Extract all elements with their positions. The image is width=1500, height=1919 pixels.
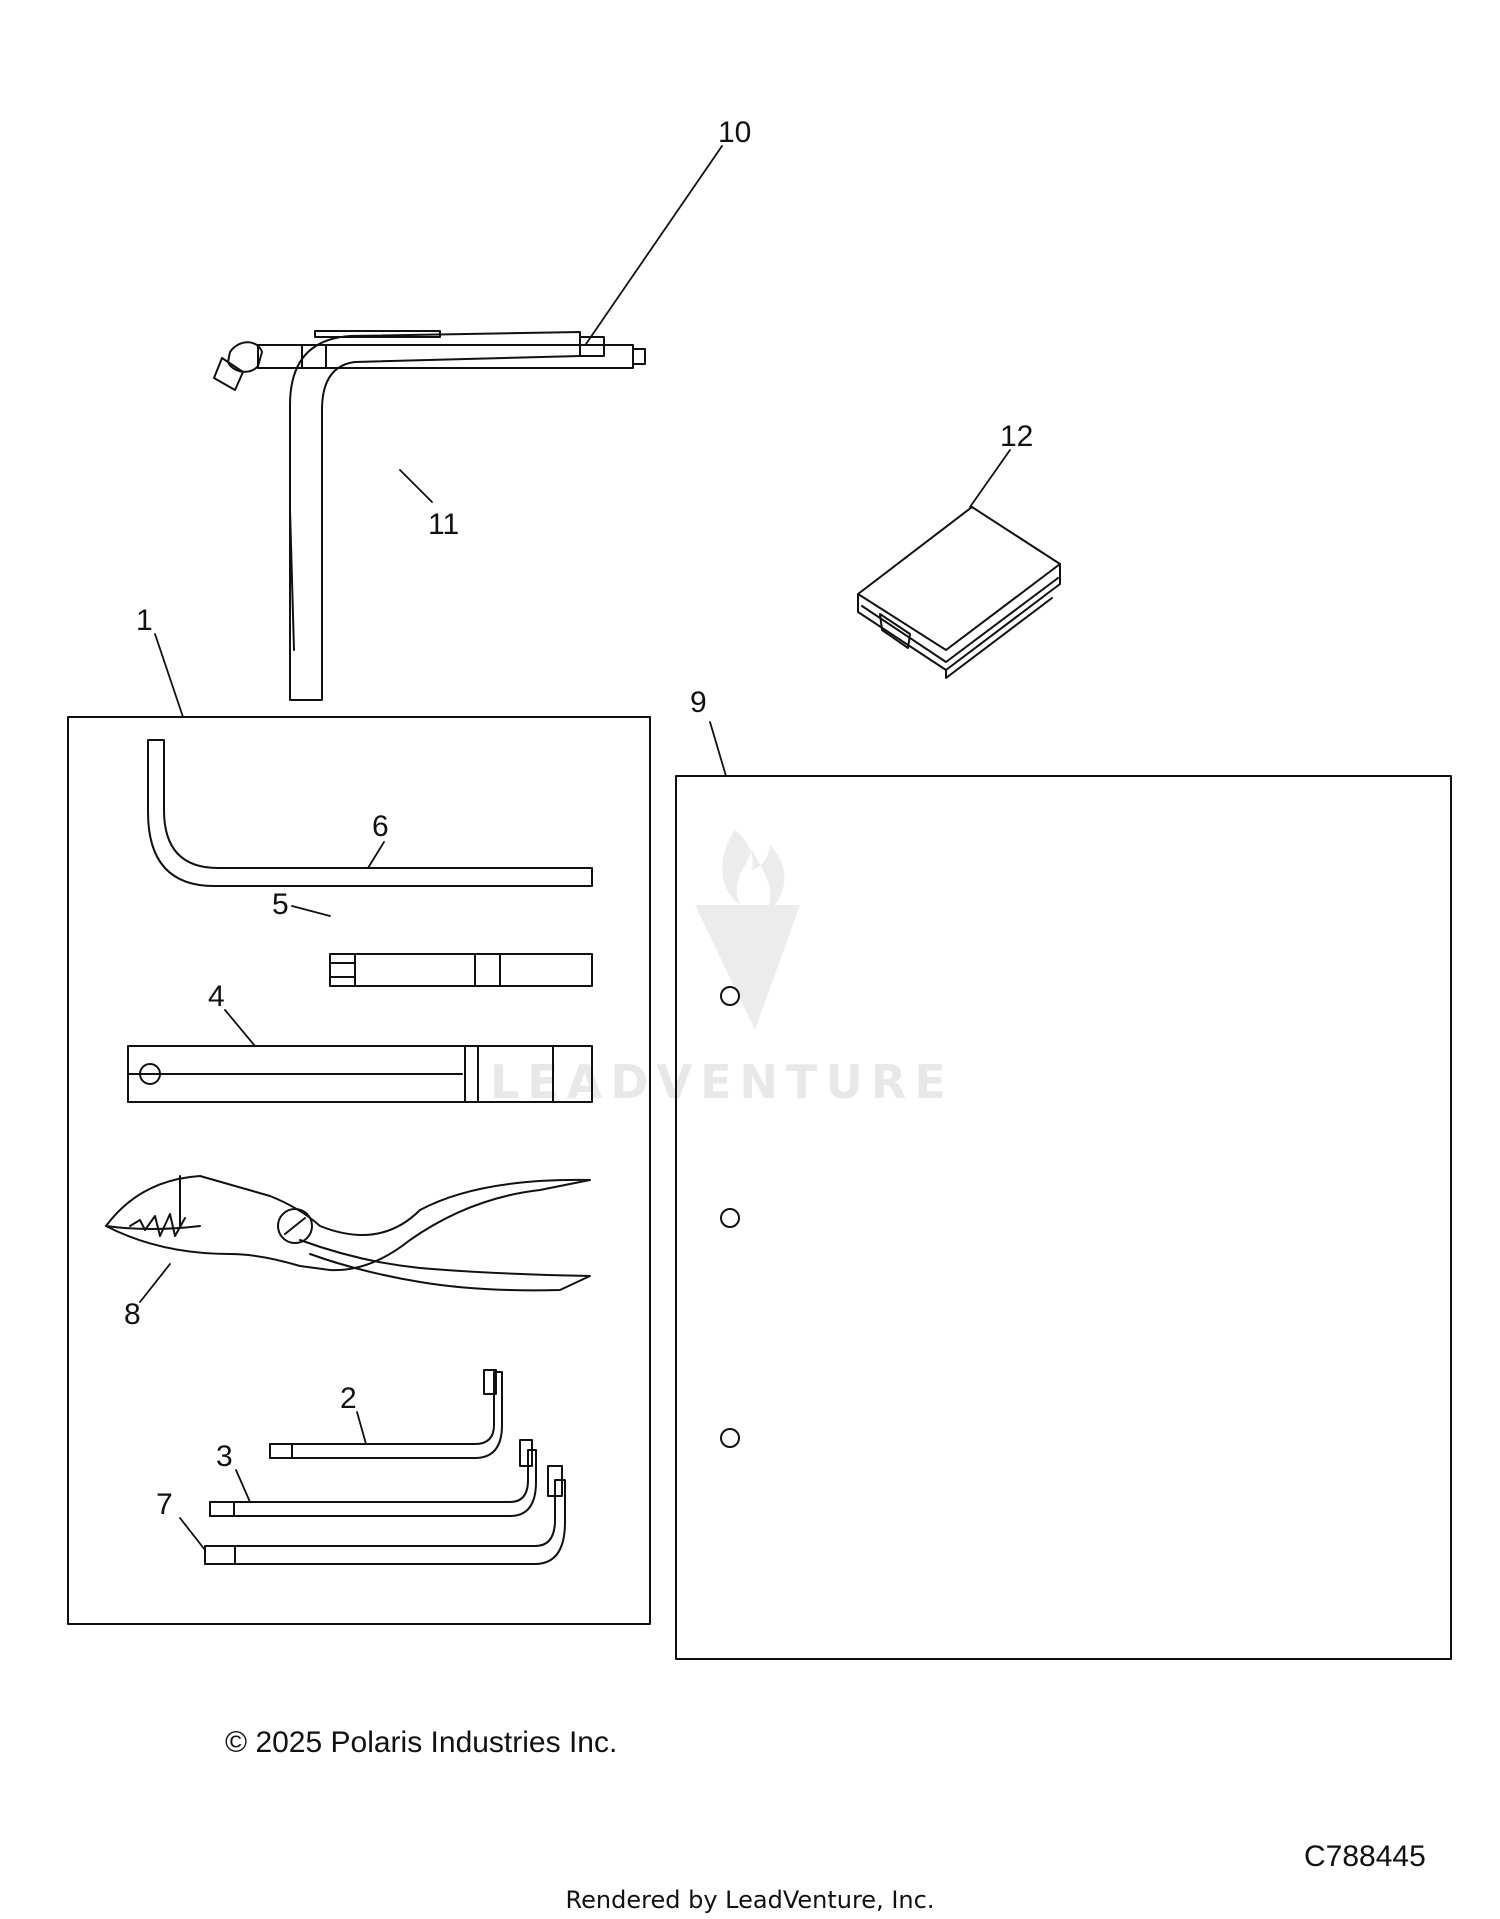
hex-key-6-icon — [147, 739, 593, 887]
copyright-notice: © 2025 Polaris Industries Inc. — [225, 1726, 618, 1759]
callout-8: 8 — [124, 1298, 141, 1331]
callout-11: 11 — [428, 508, 459, 541]
bent-bar-11-icon — [289, 331, 605, 701]
tool-handle-10-icon — [213, 330, 646, 391]
leader-10 — [585, 145, 723, 345]
torx-key-7-icon — [204, 1465, 566, 1565]
callout-4: 4 — [208, 980, 225, 1013]
leader-3 — [235, 1469, 251, 1503]
leader-4 — [224, 1009, 256, 1047]
socket-5-icon — [329, 953, 593, 987]
callout-7: 7 — [156, 1488, 173, 1521]
leader-7 — [179, 1517, 206, 1551]
leader-12 — [969, 449, 1011, 508]
callout-6: 6 — [372, 810, 389, 843]
leader-5 — [291, 905, 331, 917]
watermark-logo-icon — [695, 830, 800, 1030]
leader-lines — [139, 145, 1011, 1551]
case-12-icon — [857, 506, 1061, 679]
leader-8 — [139, 1263, 171, 1303]
leader-9 — [709, 721, 727, 777]
binder-hole — [720, 1428, 740, 1448]
torx-key-3-icon — [209, 1439, 537, 1517]
leader-2 — [356, 1411, 367, 1445]
callout-12: 12 — [1000, 420, 1033, 453]
pliers-8-icon — [105, 1175, 591, 1292]
callout-1: 1 — [136, 604, 153, 637]
binder-hole — [720, 1208, 740, 1228]
callout-10: 10 — [718, 116, 751, 149]
leader-1 — [154, 633, 184, 718]
callout-3: 3 — [216, 1440, 233, 1473]
callout-2: 2 — [340, 1382, 357, 1415]
callout-5: 5 — [272, 888, 289, 921]
binder-hole — [720, 986, 740, 1006]
rendered-by-credit: Rendered by LeadVenture, Inc. — [565, 1886, 935, 1914]
figure-code: C788445 — [1304, 1840, 1426, 1873]
callout-9: 9 — [690, 686, 707, 719]
leader-11 — [399, 469, 433, 503]
watermark-text: LEADVENTURE — [490, 1055, 954, 1109]
torx-key-2-icon — [269, 1369, 503, 1459]
plug-wrench-4-icon — [127, 1045, 593, 1103]
owner-manual-page — [675, 775, 1452, 1660]
leader-6 — [367, 841, 385, 869]
tool-kit-box — [67, 716, 651, 1625]
